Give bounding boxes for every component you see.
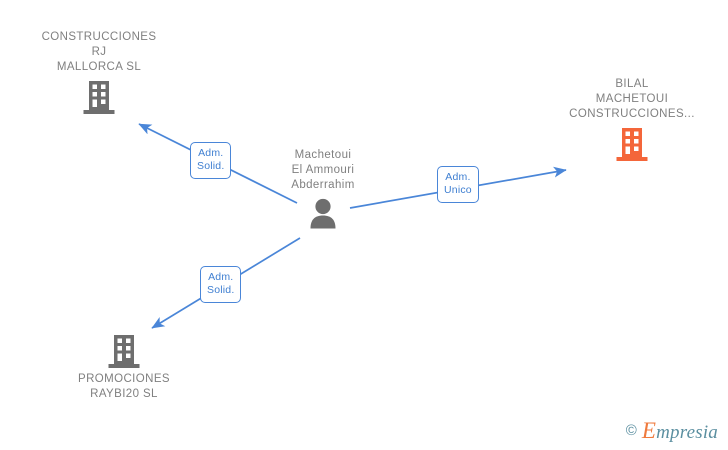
brand-initial: E [641, 418, 657, 443]
empresia-watermark: © Empresia [626, 419, 718, 442]
edge-label-adm-unico-bilal[interactable]: Adm. Unico [437, 166, 479, 203]
node-label: PROMOCIONES RAYBI20 SL [78, 373, 170, 400]
brand-rest: mpresia [656, 422, 718, 443]
edge-label-adm-solid-raybi20[interactable]: Adm. Solid. [200, 266, 242, 303]
person-icon[interactable] [306, 197, 340, 230]
node-label: CONSTRUCCIONES RJ MALLORCA SL [41, 31, 157, 73]
node-label: Machetoui El Ammouri Abderrahim [291, 149, 355, 191]
building-icon[interactable] [615, 126, 649, 162]
graph-node-bilal-machetoui-construcciones[interactable]: BILAL MACHETOUI CONSTRUCCIONES... [547, 77, 717, 162]
graph-node-construcciones-rj-mallorca[interactable]: CONSTRUCCIONES RJ MALLORCA SL [14, 30, 184, 115]
empresia-logo-text: Empresia [642, 419, 718, 442]
building-icon[interactable] [82, 79, 116, 115]
graph-node-machetoui-el-ammouri-abderrahim[interactable]: Machetoui El Ammouri Abderrahim [238, 148, 408, 230]
graph-node-promociones-raybi20[interactable]: PROMOCIONES RAYBI20 SL [39, 333, 209, 402]
building-icon[interactable] [107, 333, 141, 369]
copyright-icon: © [625, 422, 637, 439]
node-label: BILAL MACHETOUI CONSTRUCCIONES... [569, 78, 695, 120]
edge-label-adm-solid-mallorca[interactable]: Adm. Solid. [190, 142, 232, 179]
